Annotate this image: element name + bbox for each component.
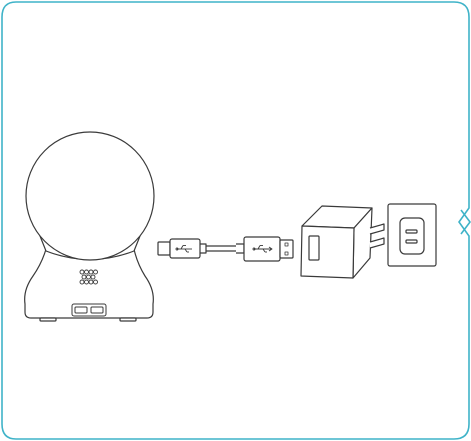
usb-symbol-icon [252,245,273,253]
camera-base [24,248,154,319]
camera-icon [24,131,155,322]
power-adapter-icon [300,205,385,279]
camera-ports [71,303,107,317]
usb-a-tip [279,239,294,259]
usb-cable-icon [157,236,294,262]
adapter-usb-slot [308,235,320,261]
speaker-grille [79,269,98,285]
outlet-socket [399,217,425,255]
micro-usb-housing [169,238,201,259]
camera-dome [25,131,155,261]
camera-foot-left [39,317,57,322]
camera-foot-right [119,317,137,322]
outlet-slot-bottom [405,239,418,244]
usb-symbol-icon [175,245,192,253]
next-arrow-icon[interactable] [460,209,471,235]
micro-usb-tip [157,241,171,256]
outlet-slot-top [405,229,418,234]
cable-wire [206,245,236,252]
adapter-prong-top [369,223,385,235]
adapter-prong-bottom [369,237,385,249]
wall-outlet-icon [387,203,437,267]
